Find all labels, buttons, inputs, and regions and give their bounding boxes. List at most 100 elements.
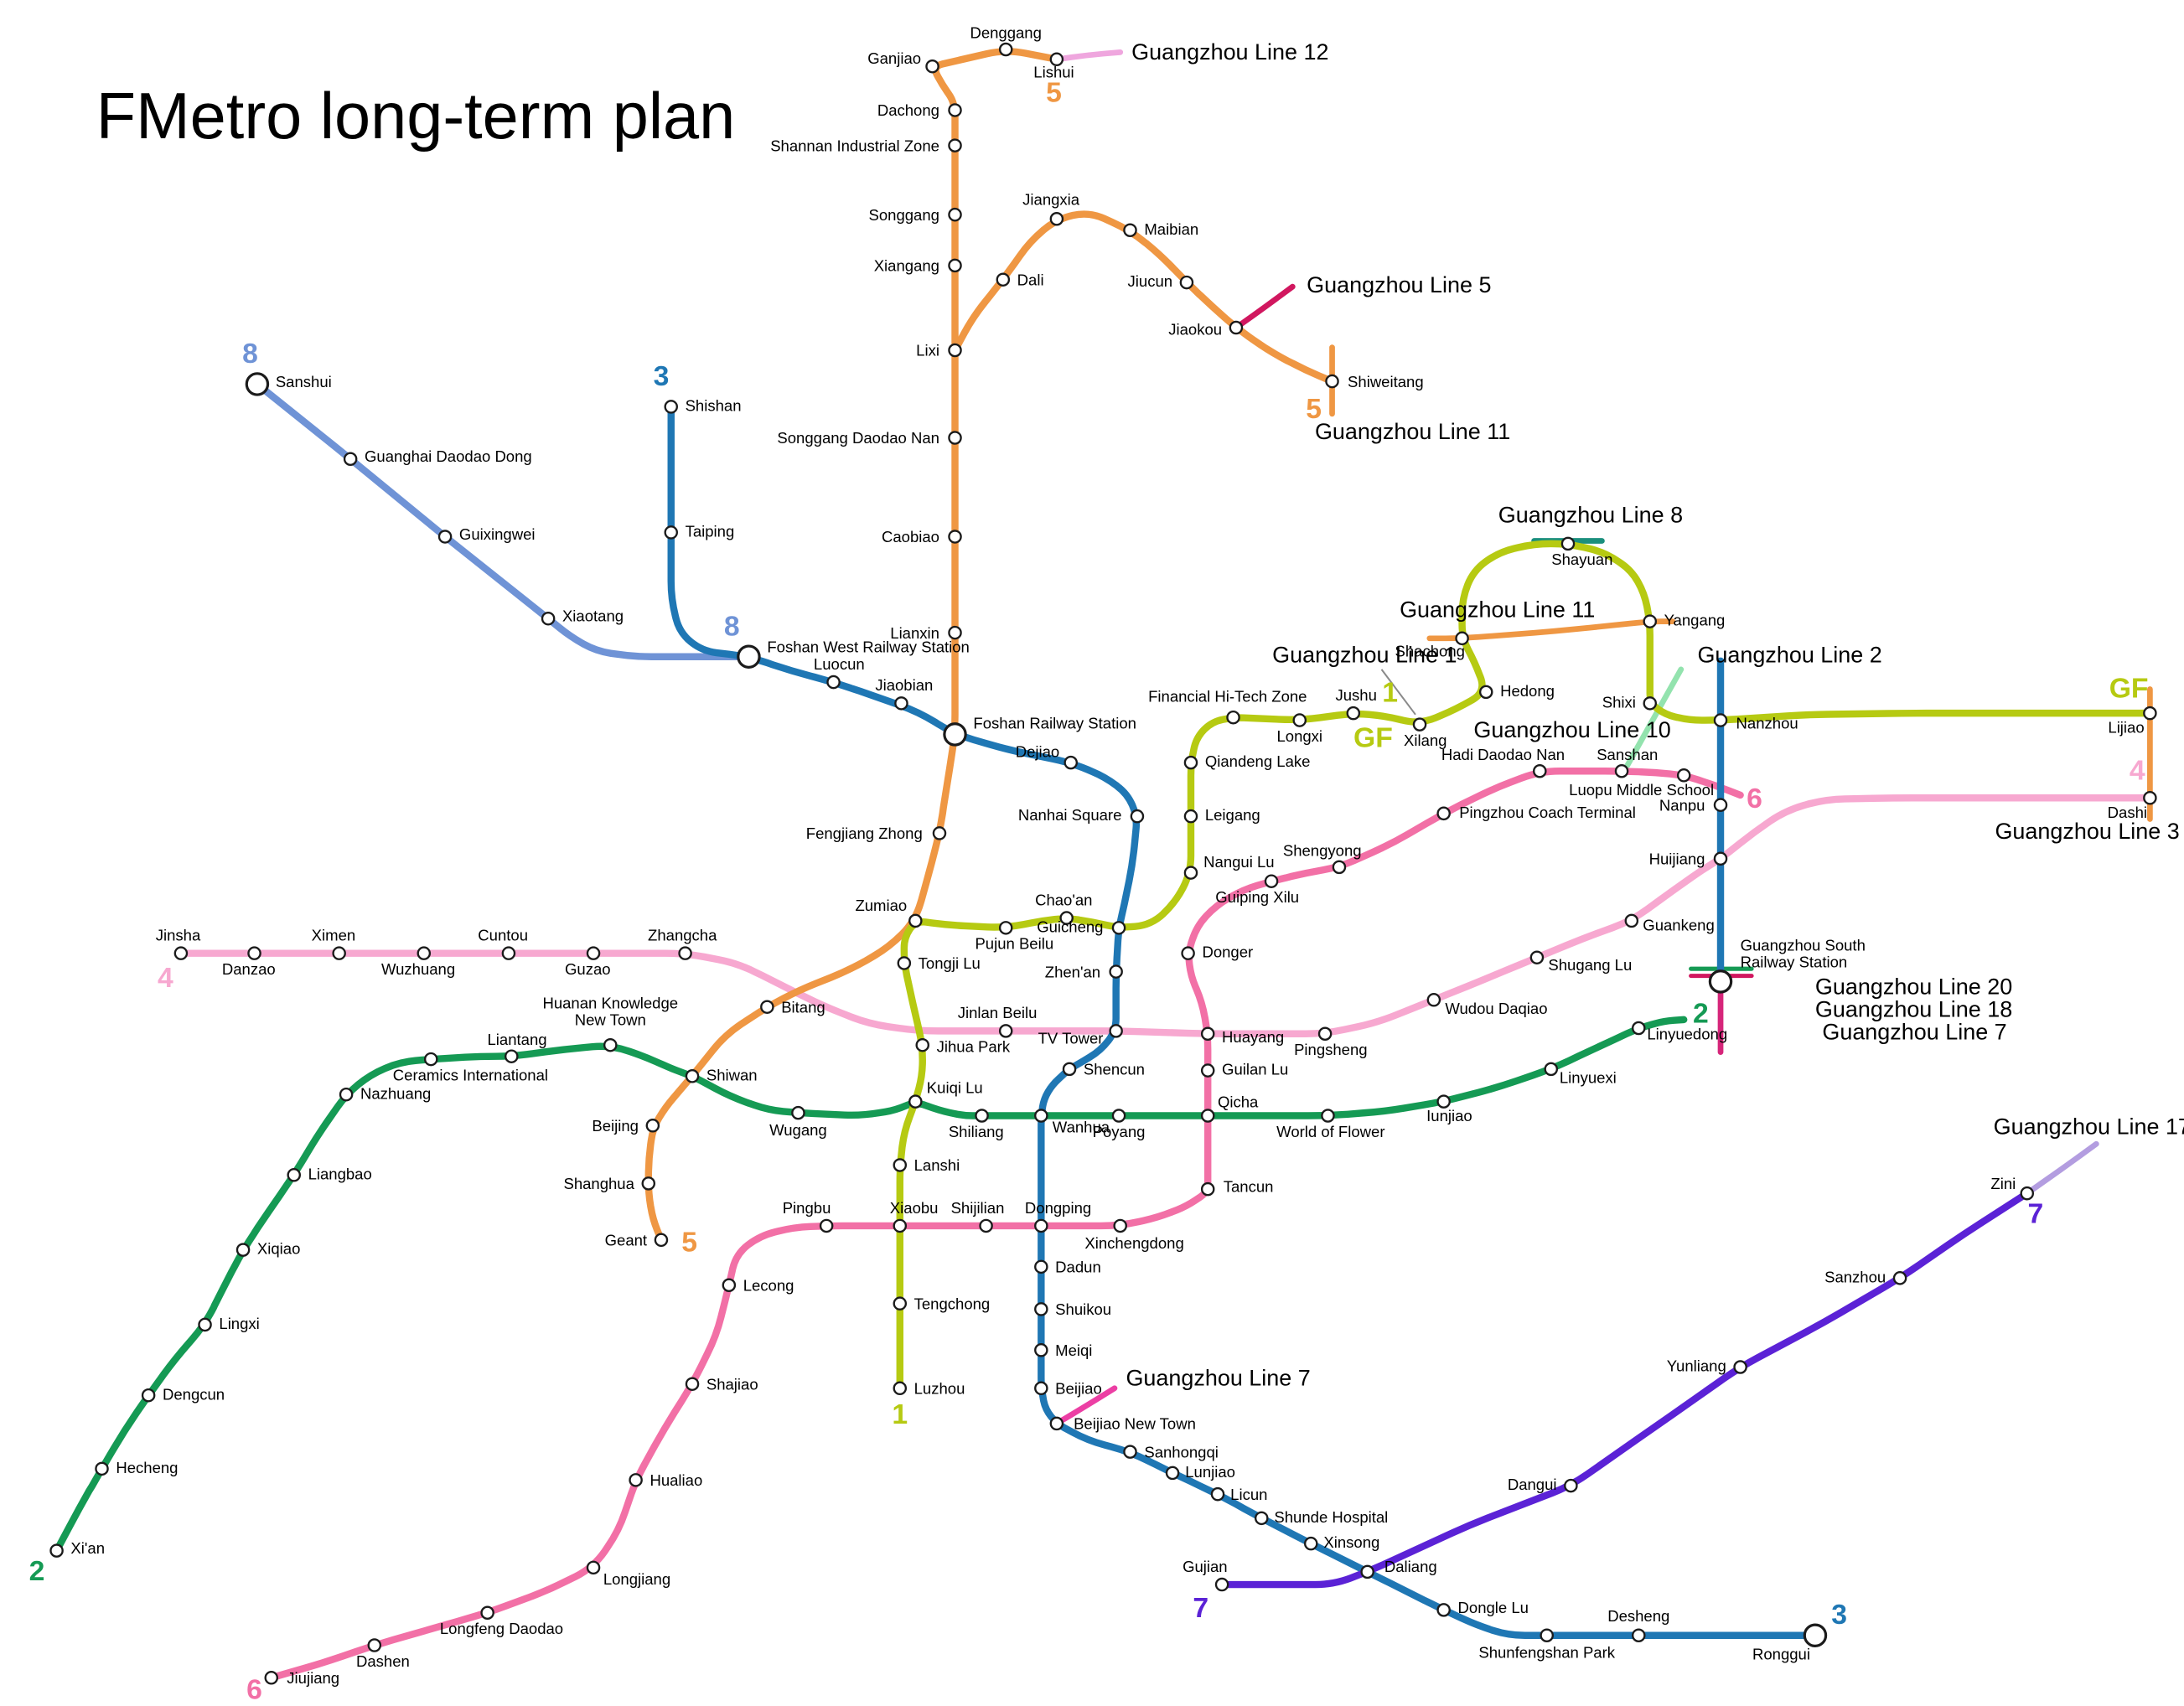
station-dadun bbox=[1034, 1259, 1048, 1274]
station-poyang bbox=[1111, 1109, 1126, 1123]
station-label: Ceramics International bbox=[393, 1066, 548, 1083]
station-label: Taiping bbox=[686, 522, 735, 540]
station-dengcun bbox=[141, 1388, 156, 1403]
station-label: Dachong bbox=[877, 101, 939, 119]
station-label: Caobiao bbox=[882, 528, 939, 545]
station-label: Shiweitang bbox=[1348, 373, 1424, 390]
station-gujian bbox=[1214, 1577, 1229, 1592]
station-label: Nanhai Square bbox=[1018, 806, 1122, 824]
station-desheng bbox=[1632, 1628, 1646, 1642]
guangzhou-line-label: Guangzhou Line 3 bbox=[1995, 819, 2179, 844]
station-label: Iunjiao bbox=[1426, 1107, 1472, 1124]
guangzhou-line-label: Guangzhou Line 11 bbox=[1315, 419, 1510, 444]
station-sanshui bbox=[245, 372, 270, 396]
guangzhou-line-label: Guangzhou Line 20 bbox=[1815, 974, 2012, 1000]
station-label: Lanshi bbox=[914, 1156, 960, 1174]
line-number-badge: 1 bbox=[892, 1398, 908, 1430]
line-number-badge: 6 bbox=[246, 1674, 262, 1706]
station-hecheng bbox=[95, 1461, 109, 1476]
station-label: Qicha bbox=[1218, 1093, 1259, 1110]
station-sanzhou bbox=[1892, 1271, 1907, 1285]
station-label: Guixingwei bbox=[459, 525, 536, 543]
station-label: Zumiao bbox=[855, 897, 907, 914]
station-label: Wanhua bbox=[1053, 1119, 1110, 1136]
line-number-badge: 7 bbox=[2027, 1198, 2043, 1230]
station-tongji-lu bbox=[897, 956, 912, 970]
station-licun bbox=[1210, 1486, 1225, 1502]
station-label: Financial Hi-Tech Zone bbox=[1148, 688, 1307, 706]
station-label: TV Tower bbox=[1038, 1030, 1104, 1047]
station-guicheng bbox=[1111, 921, 1126, 935]
station-label: Zhen'an bbox=[1045, 963, 1100, 980]
station-label: Linyuexi bbox=[1560, 1069, 1617, 1087]
station-shencun bbox=[1062, 1062, 1077, 1077]
guangzhou-line-label: Guangzhou Line 12 bbox=[1131, 39, 1328, 65]
guangzhou-line-label: Guangzhou Line 5 bbox=[1307, 272, 1491, 297]
station-dashi bbox=[2143, 791, 2157, 805]
station-xinsong bbox=[1303, 1536, 1318, 1551]
station-label: Beijing bbox=[592, 1117, 639, 1135]
station-lunjiao bbox=[1165, 1466, 1180, 1481]
station-label: Shannan Industrial Zone bbox=[770, 137, 939, 154]
station-label: Guanghai Daodao Dong bbox=[365, 447, 532, 465]
station-label: Yunliang bbox=[1667, 1357, 1726, 1375]
station-label: Shengyong bbox=[1283, 841, 1362, 859]
station-jiaobian bbox=[894, 696, 908, 711]
station-label: Licun bbox=[1230, 1486, 1267, 1503]
station-dongle-lu bbox=[1436, 1603, 1451, 1617]
station-sanhongqi bbox=[1123, 1445, 1137, 1459]
station-guanghai-daodao-dong bbox=[343, 452, 358, 467]
station-label: Donger bbox=[1202, 943, 1253, 961]
station-label: Foshan West Railway Station bbox=[767, 638, 970, 656]
station-guilan-lu bbox=[1200, 1063, 1215, 1078]
station-nanhai-square bbox=[1130, 809, 1145, 824]
station-label: Lishui bbox=[1033, 64, 1074, 81]
station-jinlan-beilu bbox=[998, 1024, 1013, 1038]
station-jiujiang bbox=[264, 1671, 279, 1685]
line-number-badge: 1 bbox=[1382, 677, 1398, 709]
guangzhou-line-label: Guangzhou Line 7 bbox=[1822, 1019, 2006, 1044]
station-luzhou bbox=[893, 1381, 908, 1396]
station-foshan-railway-station bbox=[943, 722, 967, 747]
line-number-badge: 8 bbox=[242, 338, 258, 370]
guangzhou-line-label: Guangzhou Line 11 bbox=[1400, 597, 1595, 623]
station-tancun bbox=[1200, 1181, 1215, 1197]
line-gz5 bbox=[1233, 283, 1296, 331]
station-cuntou bbox=[501, 946, 516, 960]
station-label: Luocun bbox=[814, 655, 865, 673]
station-label: Beijiao bbox=[1055, 1380, 1102, 1398]
station-danzao bbox=[247, 946, 261, 960]
station-label: Maibian bbox=[1144, 220, 1198, 238]
station-label: Xiaobu bbox=[890, 1199, 939, 1217]
station-label: Longxi bbox=[1276, 727, 1322, 745]
station-label: Xinchengdong bbox=[1084, 1234, 1183, 1252]
line-number-badge: 2 bbox=[29, 1555, 45, 1587]
station-label: Pingsheng bbox=[1294, 1041, 1368, 1058]
station-zini bbox=[2020, 1186, 2035, 1201]
guangzhou-line-label: Guangzhou Line 2 bbox=[1697, 642, 1881, 667]
station-chao-an bbox=[1059, 911, 1074, 925]
station-label: Jiujiang bbox=[287, 1669, 339, 1687]
station-label: Huijiang bbox=[1649, 850, 1705, 867]
station-tv-tower bbox=[1109, 1024, 1123, 1038]
line-line7 bbox=[1218, 1189, 2031, 1589]
station-caobiao bbox=[948, 530, 962, 544]
station-label: Hedong bbox=[1500, 682, 1555, 700]
station-nangui-lu bbox=[1183, 866, 1198, 880]
station-jihua-park bbox=[915, 1037, 930, 1052]
station-beijiao bbox=[1034, 1381, 1048, 1396]
station-label: Desheng bbox=[1607, 1607, 1669, 1625]
station-leigang bbox=[1183, 809, 1198, 824]
station-label: Fengjiang Zhong bbox=[806, 825, 923, 842]
station-xi-an bbox=[49, 1543, 64, 1558]
station-label: Tancun bbox=[1224, 1178, 1274, 1196]
station-label: Bitang bbox=[781, 998, 825, 1016]
station-dejiao bbox=[1064, 755, 1078, 770]
station-label: Guzao bbox=[565, 960, 611, 978]
station-label: Shugang Lu bbox=[1548, 956, 1632, 974]
station-label: Guilan Lu bbox=[1222, 1061, 1288, 1078]
guangzhou-line-label: Guangzhou Line 8 bbox=[1498, 503, 1683, 528]
station-label: Tongji Lu bbox=[919, 954, 981, 972]
guangzhou-line-label: Guangzhou Line 10 bbox=[1473, 717, 1670, 742]
